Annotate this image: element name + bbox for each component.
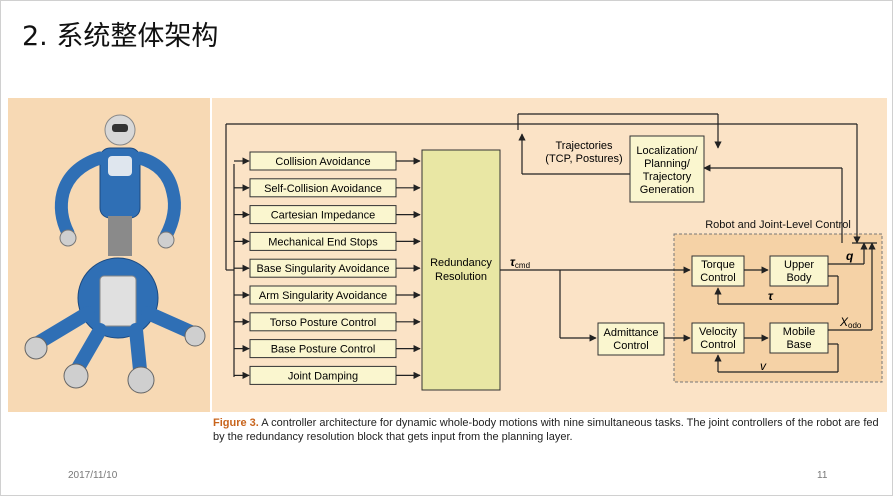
localization-label-line3: Trajectory <box>643 171 692 183</box>
tau-label: τ <box>768 289 774 303</box>
redundancy-label-line1: Redundancy <box>430 257 492 269</box>
trajectories-label-line2: (TCP, Postures) <box>545 153 622 165</box>
admittance-label-line2: Control <box>613 340 648 352</box>
slide-page-number: 11 <box>817 470 828 481</box>
redundancy-label-line2: Resolution <box>435 271 487 283</box>
velocity-control-block <box>691 322 745 354</box>
robot-left-arm <box>54 151 107 240</box>
mobile-base-label-line2: Base <box>786 339 811 351</box>
robot-eyes <box>112 124 128 132</box>
robot-leg-front-right <box>129 323 147 377</box>
q-label: q <box>846 249 854 263</box>
robot-chest <box>108 156 132 176</box>
v-label: v <box>760 359 767 373</box>
robot-right-hand <box>157 231 175 249</box>
figure-label: Figure 3. <box>213 417 259 429</box>
robot-right-arm <box>133 151 181 243</box>
localization-label-line4: Generation <box>640 184 694 196</box>
robot-wheel <box>24 336 48 360</box>
caption-text: A controller architecture for dynamic wh… <box>213 417 879 443</box>
tau-cmd-label: τcmd <box>510 255 530 270</box>
task-label: Arm Singularity Avoidance <box>259 290 387 302</box>
localization-label-line1: Localization/ <box>636 145 698 157</box>
task-label: Joint Damping <box>288 370 358 382</box>
task-label: Torso Posture Control <box>270 317 376 329</box>
task-label: Mechanical End Stops <box>268 236 378 248</box>
task-label: Base Posture Control <box>271 344 376 356</box>
task-label: Collision Avoidance <box>275 156 370 168</box>
robot-base-core <box>99 275 137 327</box>
architecture-diagram: Robot and Joint-Level Control Collision … <box>212 98 887 412</box>
redundancy-resolution-block <box>421 149 501 391</box>
robot-leg-front-left <box>71 323 107 375</box>
trajectories-label-line1: Trajectories <box>555 140 613 152</box>
upper-body-label-line2: Body <box>786 272 812 284</box>
admittance-label-line1: Admittance <box>603 327 658 339</box>
robot-illustration <box>24 114 206 394</box>
localization-planning-block <box>629 135 705 203</box>
robot-wheel <box>63 363 89 389</box>
upper-body-label-line1: Upper <box>784 259 814 271</box>
slide-date: 2017/11/10 <box>68 470 118 481</box>
robot-left-hand <box>59 229 77 247</box>
robot-waist <box>108 216 132 256</box>
velocity-label-line1: Velocity <box>699 326 737 338</box>
velocity-label-line2: Control <box>700 339 735 351</box>
task-label: Base Singularity Avoidance <box>256 263 389 275</box>
figure-caption: Figure 3. A controller architecture for … <box>213 416 888 444</box>
torque-label-line2: Control <box>700 272 735 284</box>
robot-wheel <box>184 325 206 347</box>
slide-title: 2. 系统整体架构 <box>22 21 219 52</box>
task-label: Self-Collision Avoidance <box>264 183 382 195</box>
robot-joint-control-title: Robot and Joint-Level Control <box>705 219 851 231</box>
torque-control-block <box>691 255 745 287</box>
robot-wheel <box>127 366 155 394</box>
task-label: Cartesian Impedance <box>271 210 376 222</box>
admittance-control-block <box>597 322 665 356</box>
robot-leg-right <box>141 306 200 340</box>
diagram-canvas: Robot and Joint-Level Control Collision … <box>225 113 883 391</box>
x-odo-label: Xodo <box>839 315 862 330</box>
torque-label-line1: Torque <box>701 259 735 271</box>
robot-leg-left <box>31 306 95 350</box>
mobile-base-block <box>769 322 829 354</box>
localization-label-line2: Planning/ <box>644 158 691 170</box>
upper-body-block <box>769 255 829 287</box>
robot-image <box>8 98 210 412</box>
mobile-base-label-line1: Mobile <box>783 326 815 338</box>
